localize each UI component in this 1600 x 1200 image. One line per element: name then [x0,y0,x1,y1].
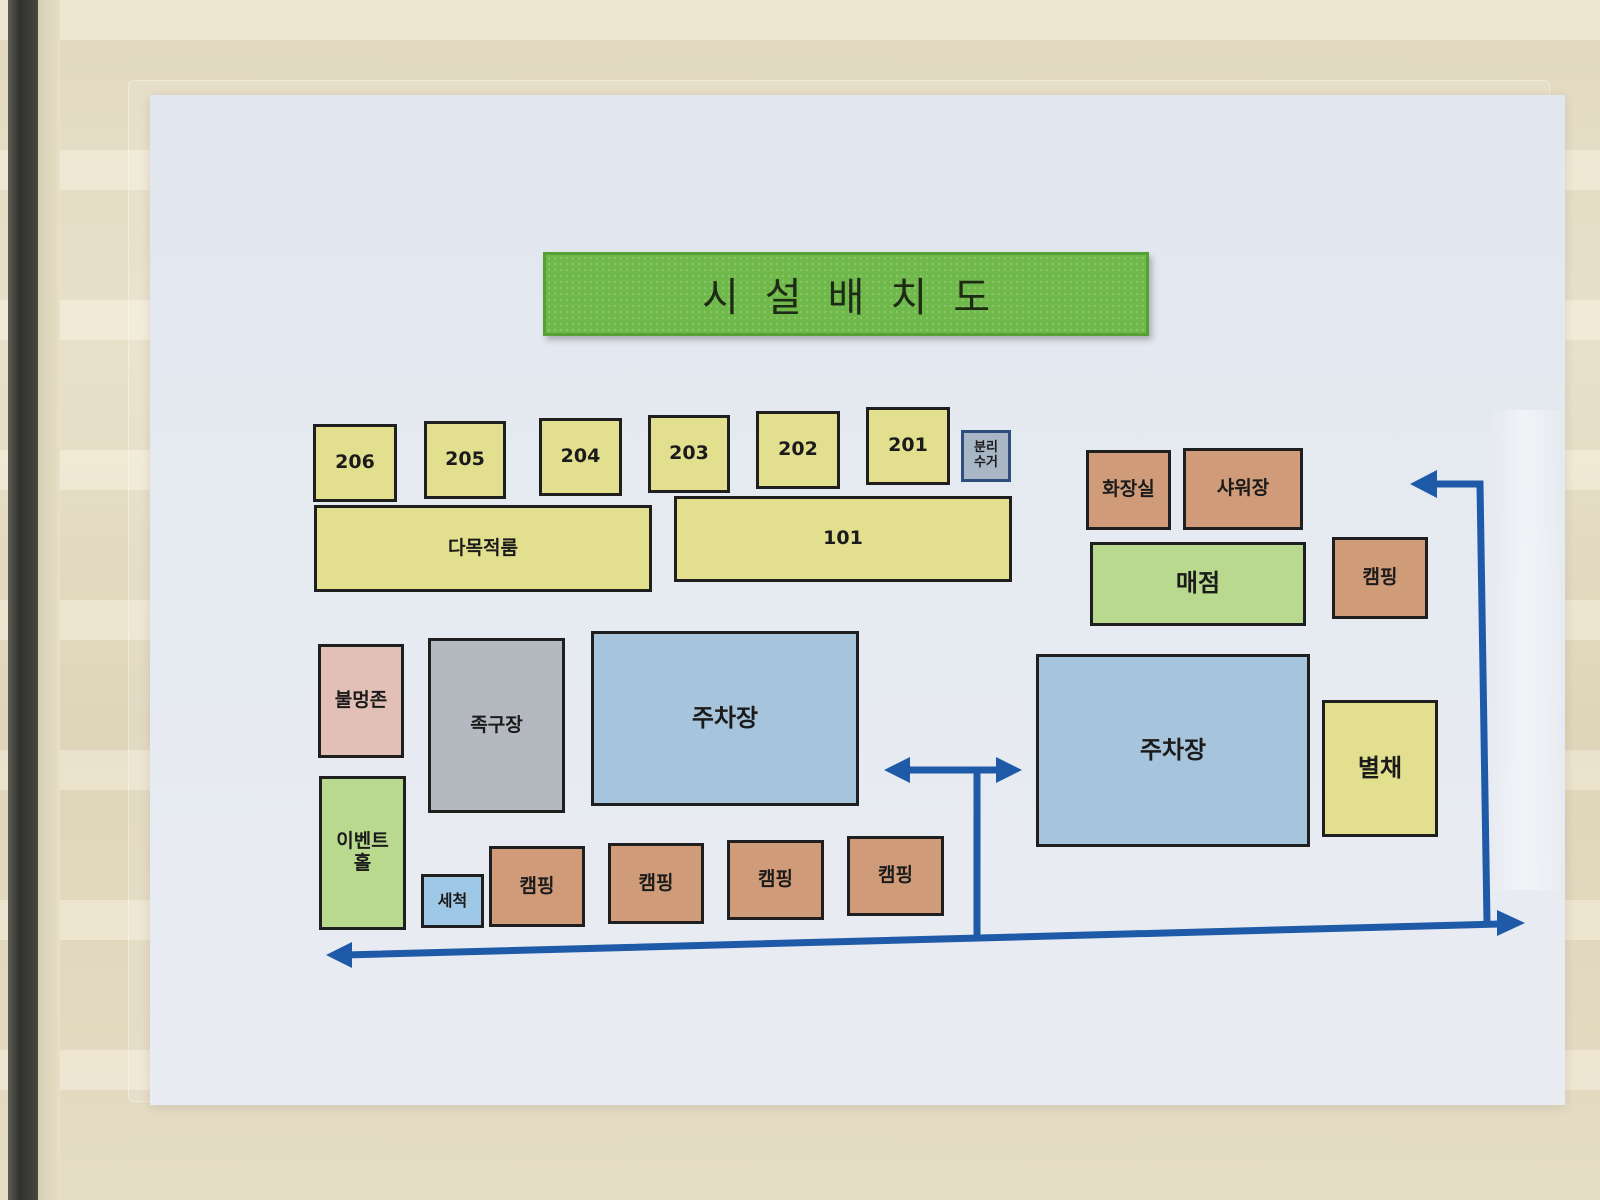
restroom: 화장실 [1086,450,1171,530]
arrow-head-parking-east [996,757,1022,783]
display-frame-inner [38,0,60,1200]
parking-lot-west: 주차장 [591,631,859,806]
store: 매점 [1090,542,1306,626]
shower-room: 샤워장 [1183,448,1303,530]
washing-area: 세척 [421,874,484,928]
foot-volleyball-court: 족구장 [428,638,565,813]
fire-zone: 불멍존 [318,644,404,758]
sleeve-glare [1490,410,1560,890]
arrow-head-parking-west [884,757,910,783]
event-hall: 이벤트 홀 [319,776,406,930]
camping-site-3: 캠핑 [727,840,824,920]
arrow-head-north [1410,470,1437,498]
room-101: 101 [674,496,1012,582]
recycling-area: 분리 수거 [961,430,1011,482]
camping-site-4: 캠핑 [847,836,944,916]
room-203: 203 [648,415,730,493]
title-banner: 시설배치도 [543,252,1149,336]
camping-site-2: 캠핑 [608,843,704,924]
display-frame-edge [8,0,38,1200]
multipurpose-room: 다목적룸 [314,505,652,592]
parking-lot-east: 주차장 [1036,654,1310,847]
annex-building: 별채 [1322,700,1438,837]
room-205: 205 [424,421,506,499]
camping-site-east: 캠핑 [1332,537,1428,619]
arrow-head-east [1497,910,1525,936]
map-title: 시설배치도 [702,275,1016,321]
room-202: 202 [756,411,840,489]
main-road-line [341,920,1504,959]
room-201: 201 [866,407,950,485]
east-road-line [1426,480,1491,927]
room-206: 206 [313,424,397,502]
arrow-head-west [326,942,352,968]
camping-site-1: 캠핑 [489,846,585,927]
room-204: 204 [539,418,622,496]
